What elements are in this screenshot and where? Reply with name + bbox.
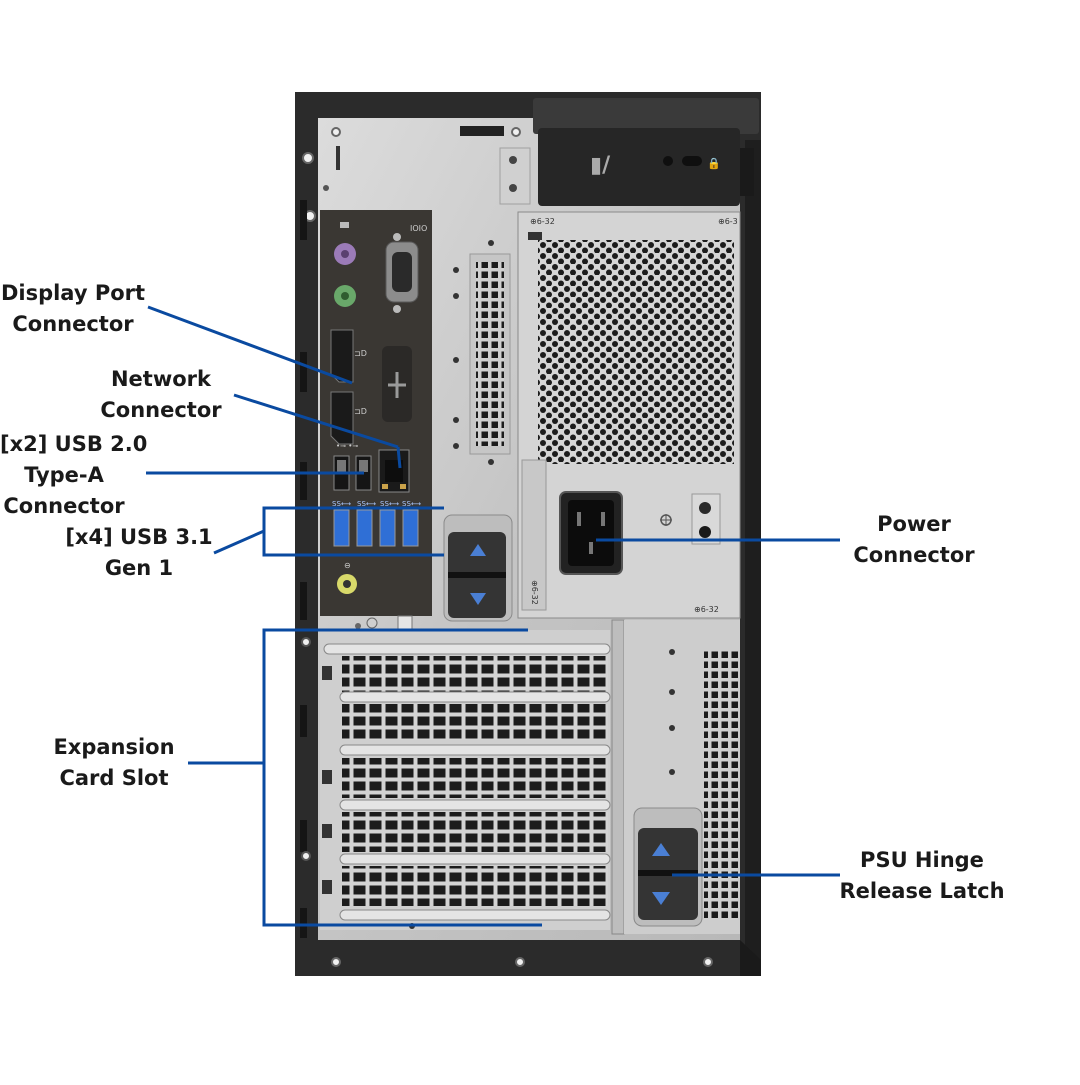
callout-text: Card Slot — [59, 766, 169, 790]
lock-block — [538, 128, 740, 206]
callout-display-port: Display Port Connector — [0, 278, 146, 340]
callout-text: Gen 1 — [104, 556, 174, 580]
callout-expansion: Expansion Card Slot — [44, 732, 184, 794]
psu-screw-stamp: ⊕6-32 — [530, 580, 539, 605]
top-slot — [460, 126, 504, 136]
callout-text: Connector — [12, 312, 134, 336]
displayport-2 — [330, 391, 354, 445]
callout-text: Connector — [853, 543, 975, 567]
callout-text: PSU Hinge — [860, 848, 984, 872]
bracket-usb3 — [262, 506, 444, 557]
chassis-edge-right — [745, 140, 761, 976]
psu-fan-grill — [538, 240, 734, 464]
psu-screw-stamp: ⊕6-32 — [530, 217, 555, 226]
callout-text: Expansion — [53, 735, 175, 759]
callout-text: Release Latch — [839, 879, 1005, 903]
svg-text:IOIO: IOIO — [410, 224, 427, 233]
callout-usb3: [x4] USB 3.1 Gen 1 — [64, 522, 214, 584]
expansion-slot-5 — [339, 853, 611, 865]
svg-text:•⊸ •⊸: •⊸ •⊸ — [336, 442, 358, 450]
callout-usb2: [x2] USB 2.0 Type-A Connector — [0, 429, 148, 522]
callout-text: Connector — [100, 398, 222, 422]
svg-text:SS⟷: SS⟷ — [357, 500, 376, 508]
psu-screw-stamp: ⊕6-32 — [694, 605, 719, 614]
bracket-expansion — [262, 628, 542, 927]
lock-glyph-icon: ▮/ — [590, 153, 611, 178]
callout-psu-latch: PSU Hinge Release Latch — [838, 845, 1006, 907]
displayport-1 — [330, 329, 354, 383]
svg-text:SS⟷: SS⟷ — [402, 500, 421, 508]
psu-screw-stamp: ⊕6-3 — [718, 217, 738, 226]
psu-led — [699, 526, 711, 538]
callout-text: Type-A — [24, 463, 104, 487]
callout-text: [x4] USB 3.1 — [65, 525, 213, 549]
expansion-slot-1 — [323, 643, 611, 655]
lock-hole-icon — [663, 156, 673, 166]
expansion-slot-3 — [339, 744, 611, 756]
callout-text: Power — [877, 512, 951, 536]
leader-display-port — [147, 305, 353, 385]
expansion-slot-2 — [339, 691, 611, 703]
expansion-slot-6 — [339, 909, 611, 921]
callout-text: Display Port — [0, 281, 146, 305]
leader-lines — [146, 305, 840, 927]
svg-text:🔒: 🔒 — [707, 157, 721, 170]
kensington-slot-icon — [682, 156, 702, 166]
leader-network — [233, 393, 399, 449]
usb3-port-4 — [402, 509, 419, 547]
callout-text: Network — [110, 367, 211, 391]
io-side-vent — [476, 262, 504, 446]
callout-network: Network Connector — [94, 364, 228, 426]
callout-text: Connector — [3, 494, 125, 518]
callout-power: Power Connector — [844, 509, 984, 571]
psu-lower-vent — [704, 650, 738, 920]
usb3-port-1 — [333, 509, 350, 547]
usb3-port-2 — [356, 509, 373, 547]
svg-text:⊐D: ⊐D — [354, 407, 367, 416]
svg-text:SS⟷: SS⟷ — [380, 500, 399, 508]
svg-text:⊐D: ⊐D — [354, 349, 367, 358]
usb3-logos: SS⟷ — [332, 500, 351, 508]
callout-text: [x2] USB 2.0 — [0, 432, 148, 456]
psu-test-button — [699, 502, 711, 514]
expansion-slot-4 — [339, 799, 611, 811]
svg-text:⊖: ⊖ — [344, 561, 351, 570]
top-handle — [533, 98, 759, 134]
usb3-port-3 — [379, 509, 396, 547]
leader-usb3 — [213, 529, 265, 555]
